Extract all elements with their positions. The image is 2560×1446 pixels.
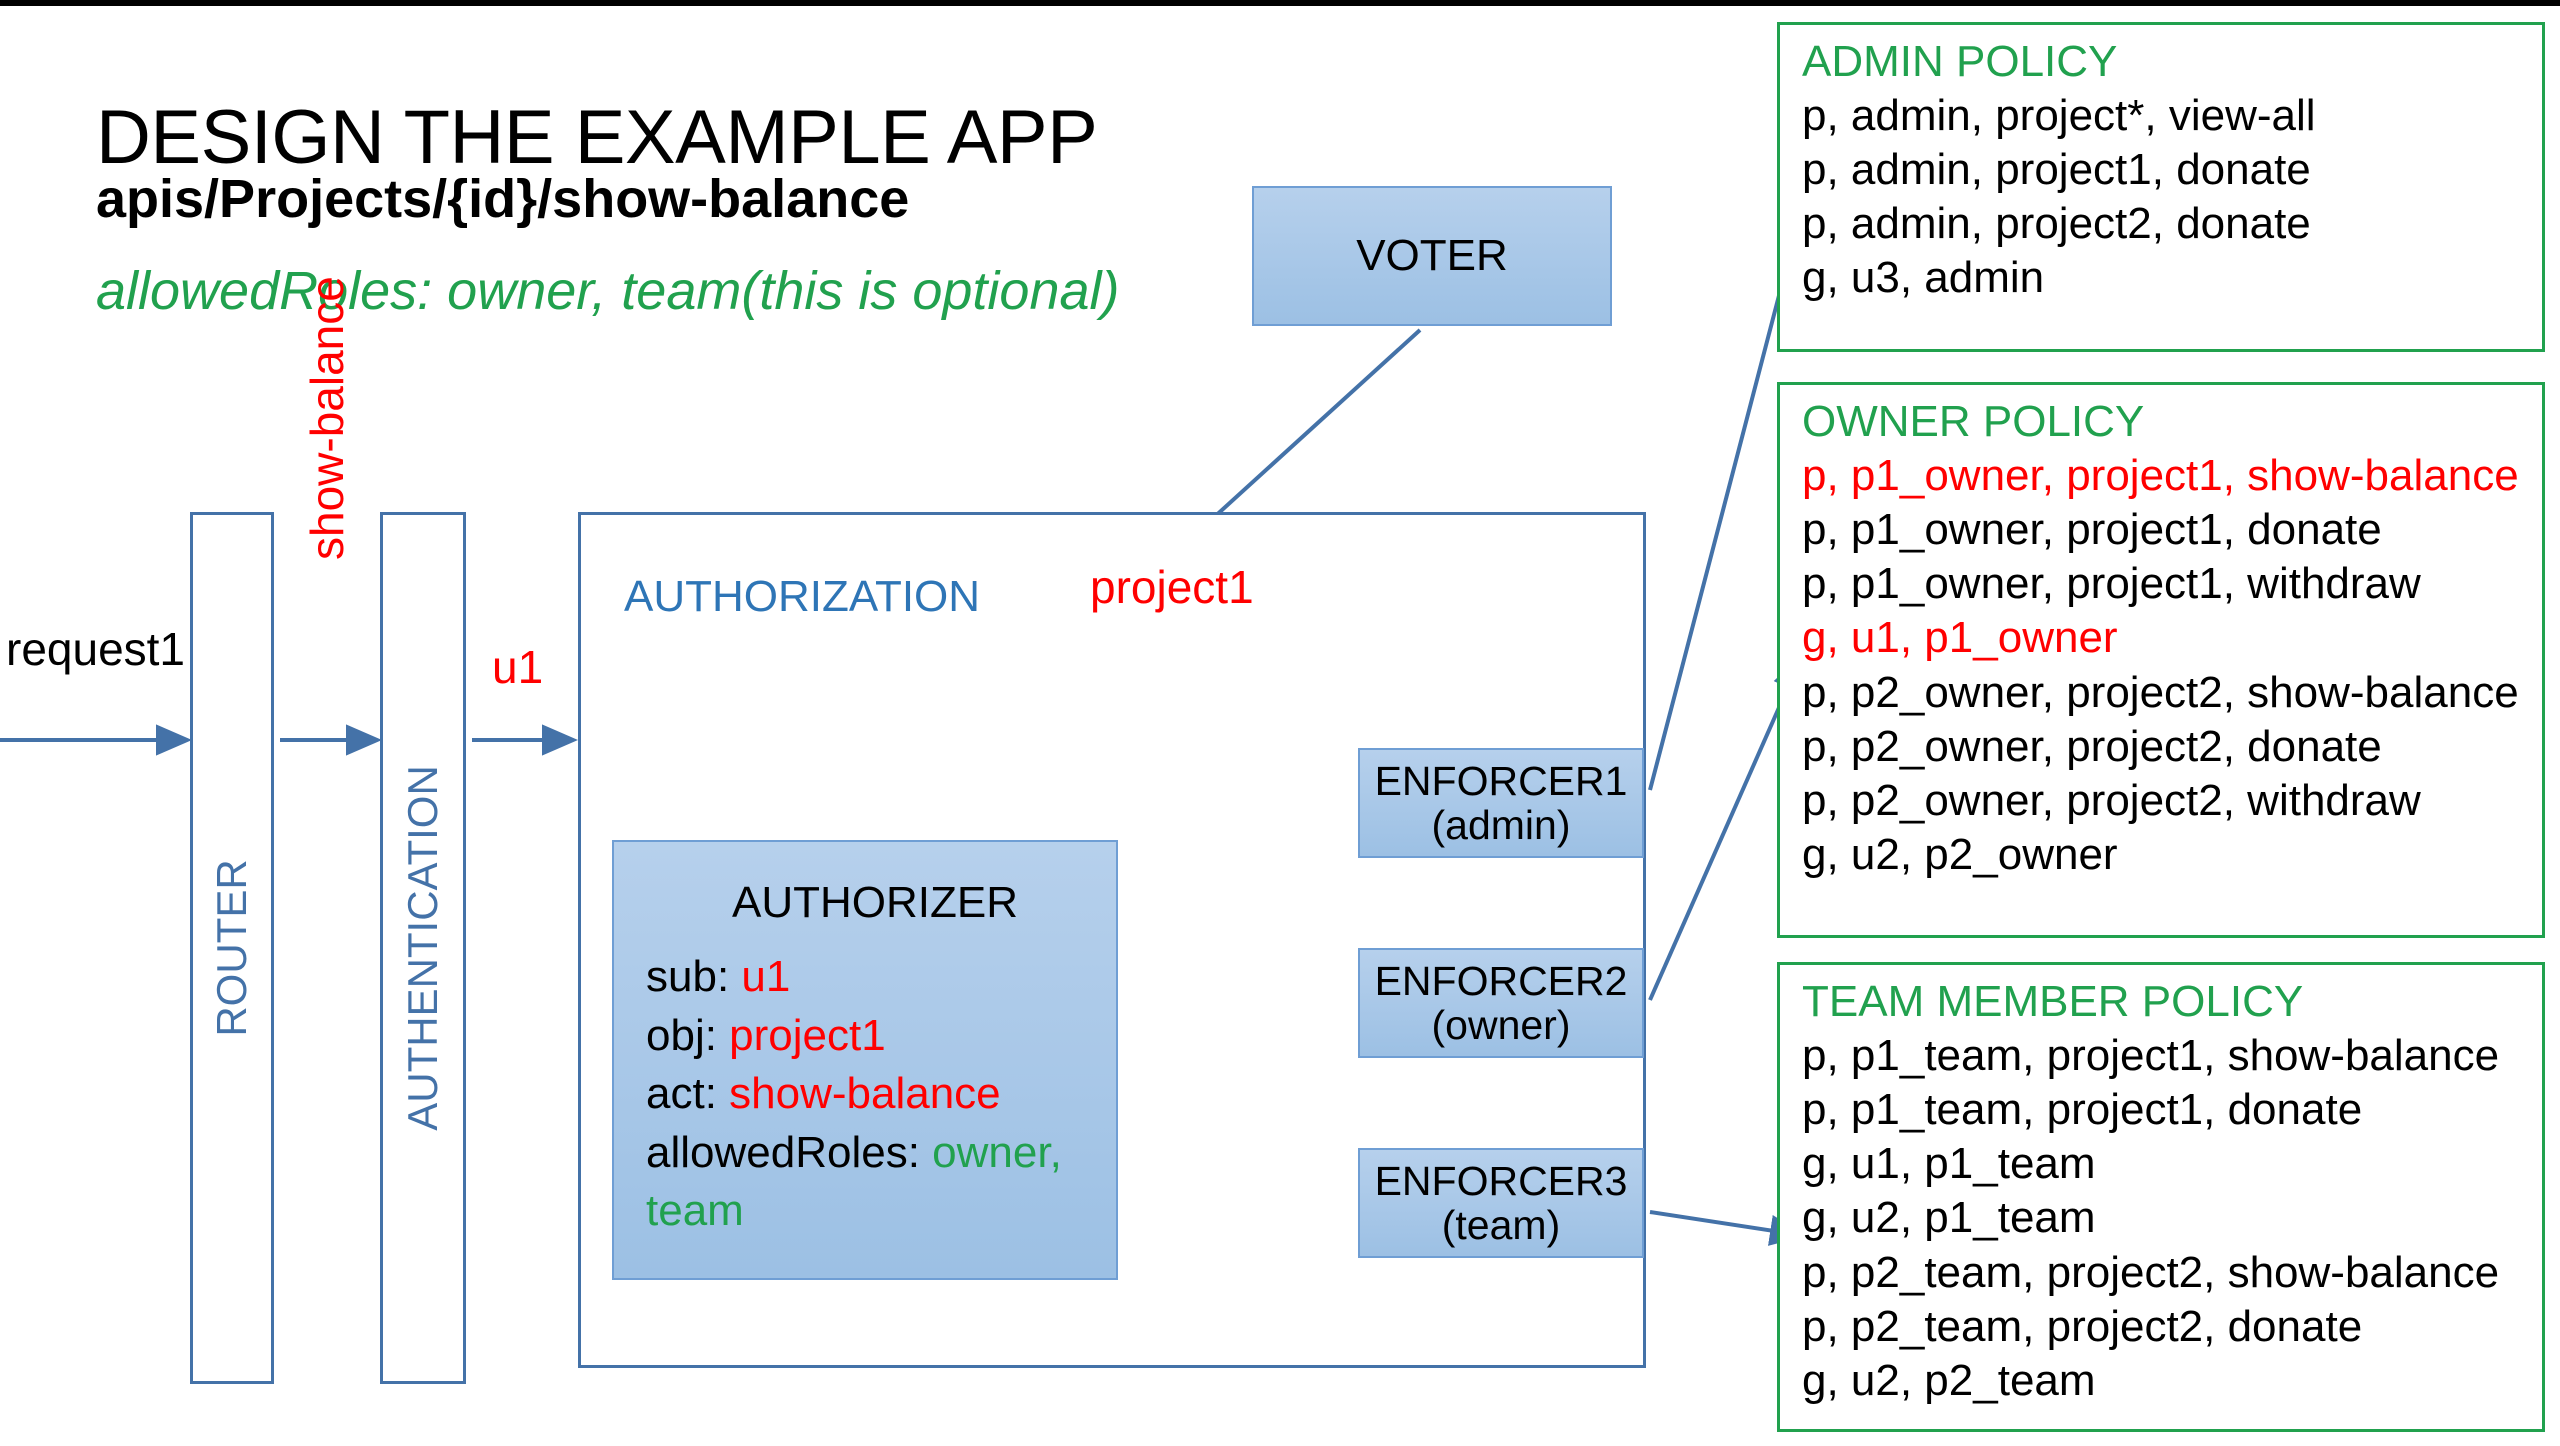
- policy-line: g, u1, p1_team: [1802, 1139, 2096, 1189]
- enforcer3-name: ENFORCER3: [1374, 1157, 1628, 1204]
- enforcer2-name: ENFORCER2: [1374, 957, 1628, 1004]
- authorizer-title: AUTHORIZER: [732, 878, 1018, 927]
- policy-line: g, u2, p2_team: [1802, 1355, 2096, 1405]
- enforcer2-role: (owner): [1431, 1002, 1571, 1048]
- show-balance-label: show-balance: [301, 276, 353, 560]
- authentication-box[interactable]: AUTHENTICATION: [380, 512, 466, 1384]
- policy-line: p, p2_team, project2, donate: [1802, 1301, 2363, 1351]
- authorizer-act-key: act:: [646, 1069, 730, 1119]
- voter-label: VOTER: [1356, 231, 1508, 280]
- enforcer1-label: ENFORCER1 (admin): [1360, 750, 1642, 856]
- authorizer-roles-row: allowedRoles: owner, team: [646, 1124, 1106, 1241]
- router-label: ROUTER: [208, 859, 255, 1037]
- enforcer1-box[interactable]: ENFORCER1 (admin): [1358, 748, 1644, 858]
- router-box[interactable]: ROUTER: [190, 512, 274, 1384]
- authorizer-obj-value: project1: [729, 1010, 886, 1060]
- policy-line: p, p2_owner, project2, donate: [1802, 721, 2382, 771]
- policy-line: p, p2_owner, project2, show-balance: [1802, 667, 2519, 717]
- enforcer1-name: ENFORCER1: [1374, 757, 1628, 804]
- enforcer3-box[interactable]: ENFORCER3 (team): [1358, 1148, 1644, 1258]
- authentication-label: AUTHENTICATION: [399, 765, 446, 1131]
- policy-line: p, admin, project1, donate: [1802, 145, 2311, 195]
- policy-line: p, p1_team, project1, donate: [1802, 1085, 2363, 1135]
- enforcer2-label: ENFORCER2 (owner): [1360, 950, 1642, 1056]
- owner-policy-title: OWNER POLICY: [1802, 397, 2145, 446]
- authorizer-fields: sub: u1 obj: project1 act: show-balance …: [646, 948, 1106, 1241]
- authorizer-roles-value: owner, team: [646, 1127, 1062, 1236]
- page-title: DESIGN THE EXAMPLE APP: [96, 95, 1098, 180]
- policy-line: p, p1_owner, project1, withdraw: [1802, 559, 2421, 609]
- authorizer-obj-key: obj:: [646, 1010, 730, 1060]
- authorizer-sub-key: sub:: [646, 952, 742, 1001]
- policy-line: g, u1, p1_owner: [1802, 613, 2118, 663]
- enforcer3-label: ENFORCER3 (team): [1360, 1150, 1642, 1256]
- authorizer-act-value: show-balance: [729, 1069, 1001, 1119]
- top-black-bar: [0, 0, 2560, 6]
- policy-line: g, u2, p2_owner: [1802, 829, 2118, 879]
- endpoint-subtitle: apis/Projects/{id}/show-balance: [96, 169, 910, 229]
- enforcer3-role: (team): [1441, 1202, 1561, 1248]
- policy-line: p, admin, project*, view-all: [1802, 91, 2316, 141]
- owner-policy-panel[interactable]: OWNER POLICY p, p1_owner, project1, show…: [1777, 382, 2545, 938]
- voter-box[interactable]: VOTER: [1252, 186, 1612, 326]
- authorizer-box[interactable]: AUTHORIZER sub: u1 obj: project1 act: sh…: [612, 840, 1118, 1280]
- policy-line: g, u2, p1_team: [1802, 1193, 2096, 1243]
- policy-line: p, p2_team, project2, show-balance: [1802, 1247, 2500, 1297]
- authorizer-act-row: act: show-balance: [646, 1065, 1106, 1124]
- u1-label: u1: [492, 641, 544, 693]
- authorization-label: AUTHORIZATION: [624, 572, 981, 621]
- team-policy-title: TEAM MEMBER POLICY: [1802, 977, 2304, 1026]
- authorizer-sub-row: sub: u1: [646, 948, 1106, 1007]
- authorizer-roles-key: allowedRoles:: [646, 1127, 933, 1177]
- admin-policy-title: ADMIN POLICY: [1802, 37, 2118, 86]
- team-policy-panel[interactable]: TEAM MEMBER POLICY p, p1_team, project1,…: [1777, 962, 2545, 1432]
- policy-line: p, p1_team, project1, show-balance: [1802, 1031, 2500, 1081]
- request1-label: request1: [6, 623, 186, 675]
- policy-line: p, admin, project2, donate: [1802, 199, 2311, 249]
- authorizer-obj-row: obj: project1: [646, 1007, 1106, 1066]
- policy-line: p, p2_owner, project2, withdraw: [1802, 775, 2421, 825]
- project1-label: project1: [1090, 561, 1254, 613]
- admin-policy-panel[interactable]: ADMIN POLICY p, admin, project*, view-al…: [1777, 22, 2545, 352]
- enforcer2-box[interactable]: ENFORCER2 (owner): [1358, 948, 1644, 1058]
- policy-line: p, p1_owner, project1, show-balance: [1802, 451, 2519, 501]
- allowed-roles-note: allowedRoles: owner, team(this is option…: [96, 261, 1120, 321]
- enforcer1-role: (admin): [1431, 802, 1571, 848]
- authorizer-sub-value: u1: [741, 952, 791, 1001]
- policy-line: g, u3, admin: [1802, 253, 2045, 303]
- policy-line: p, p1_owner, project1, donate: [1802, 505, 2382, 555]
